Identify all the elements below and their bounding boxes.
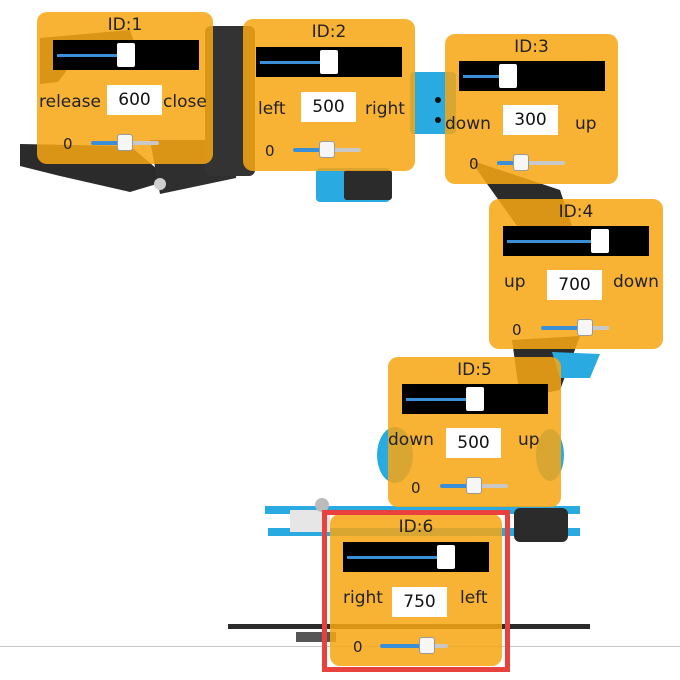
adjust-slider[interactable] [440,476,508,496]
servo-value[interactable]: 300 [503,105,558,135]
position-bar[interactable] [402,384,548,414]
position-bar-knob[interactable] [437,545,455,569]
servo-title: ID:4 [558,202,594,222]
position-bar[interactable] [256,47,402,77]
servo-title: ID:2 [311,22,347,42]
servo-value[interactable]: 750 [392,587,447,617]
position-bar-fill [347,555,437,559]
left-label: up [504,272,526,292]
slider-track [497,161,565,165]
slider-thumb[interactable] [512,154,529,171]
position-bar[interactable] [503,226,649,256]
left-label: down [388,430,434,450]
min-label: 0 [63,135,73,153]
slider-thumb[interactable] [577,319,594,336]
position-bar-knob[interactable] [499,64,517,88]
slider-progress [91,141,125,145]
position-bar-knob[interactable] [117,43,135,67]
adjust-slider[interactable] [380,636,448,656]
servo-value[interactable]: 500 [446,428,501,458]
adjust-slider[interactable] [541,318,609,338]
position-bar-knob[interactable] [320,50,338,74]
servo-title: ID:5 [457,360,492,380]
right-label: up [575,114,597,134]
slider-progress [293,148,327,152]
position-bar[interactable] [53,40,199,70]
slider-progress [541,326,586,330]
left-label: down [445,114,491,134]
servo-value[interactable]: 600 [107,85,162,115]
servo-value[interactable]: 700 [547,270,602,300]
servo-value[interactable]: 500 [301,92,356,122]
position-bar-fill [57,53,117,57]
right-label: up [518,430,540,450]
right-label: close [163,92,207,112]
servo-panel-id2: ID:2 left 500 right 0 [243,19,415,171]
servo-panel-id4: ID:4 up 700 down 0 [489,199,663,349]
servo-title: ID:6 [398,517,434,537]
adjust-slider[interactable] [91,133,159,153]
servo-panel-id3: ID:3 down 300 up 0 [445,34,618,184]
slider-progress [440,484,474,488]
position-bar[interactable] [343,542,489,572]
slider-progress [497,161,521,165]
position-bar-fill [463,74,499,78]
servo-panel-id1: ID:1 release 600 close 0 [37,12,213,164]
slider-thumb[interactable] [319,141,335,158]
left-label: release [39,92,101,112]
position-bar-fill [406,397,466,401]
left-label: right [343,588,383,608]
min-label: 0 [512,321,522,339]
right-label: left [460,588,488,608]
right-label: right [365,99,405,119]
min-label: 0 [265,142,275,160]
right-label: down [613,272,659,292]
position-bar-fill [507,239,591,243]
min-label: 0 [411,479,421,497]
position-bar[interactable] [459,61,605,91]
min-label: 0 [353,638,363,656]
slider-thumb[interactable] [419,637,435,654]
servo-title: ID:3 [514,37,549,57]
slider-thumb[interactable] [466,477,482,494]
adjust-slider[interactable] [497,153,565,173]
slider-thumb[interactable] [117,134,133,151]
servo-title: ID:1 [107,15,143,35]
min-label: 0 [469,155,479,173]
left-label: left [258,99,286,119]
slider-progress [380,644,427,648]
position-bar-fill [260,60,320,64]
adjust-slider[interactable] [293,140,361,160]
servo-panel-id6: ID:6 right 750 left 0 [330,514,502,666]
position-bar-knob[interactable] [591,229,609,253]
position-bar-knob[interactable] [466,387,484,411]
servo-panel-id5: ID:5 down 500 up 0 [388,357,561,507]
